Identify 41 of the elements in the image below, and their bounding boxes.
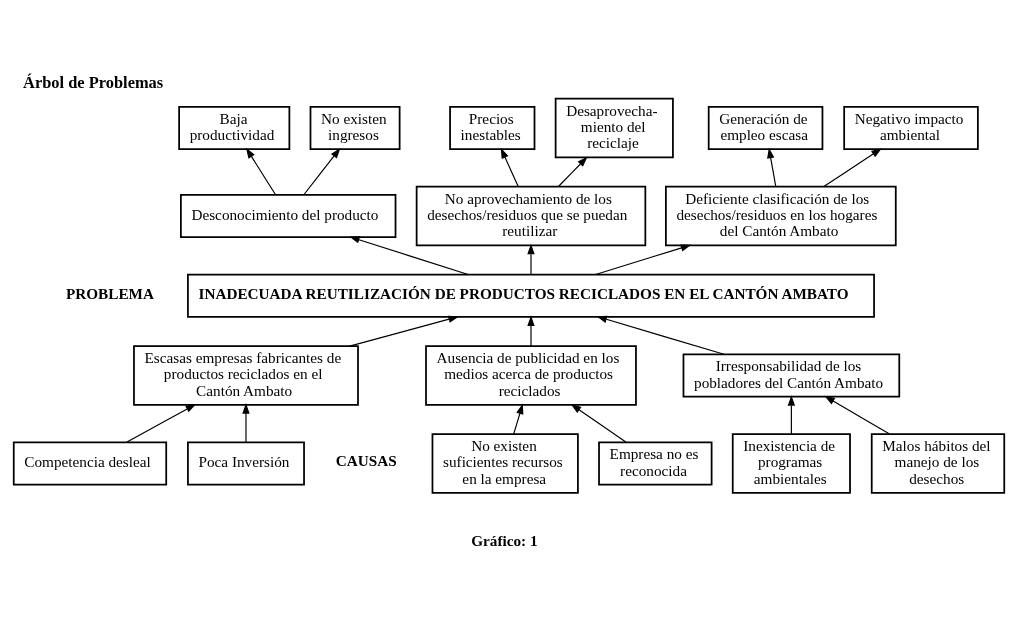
arrow xyxy=(302,147,340,195)
arrow xyxy=(594,243,691,275)
node-box: Precios inestables xyxy=(448,105,535,150)
arrow xyxy=(348,235,469,275)
node-box: Baja productividad xyxy=(177,105,290,150)
arrow xyxy=(557,156,588,187)
label: CAUSAS xyxy=(335,451,397,469)
arrow xyxy=(241,402,250,443)
arrow xyxy=(526,315,535,346)
arrow xyxy=(787,394,795,434)
node-box: Inexistencia de programas ambientales xyxy=(731,432,851,494)
label: Gráfico: 1 xyxy=(470,531,538,549)
arrow xyxy=(823,395,890,435)
node-box: Empresa no es reconocida xyxy=(597,440,712,485)
label: PROBLEMA xyxy=(65,284,154,302)
node-box: Competencia desleal xyxy=(12,440,167,485)
node-box: Irresponsabilidad de los pobladores del Cantón Ambato xyxy=(682,353,900,397)
node-box: No existen ingresos xyxy=(309,105,400,150)
arrow xyxy=(512,403,523,434)
arrow xyxy=(500,147,519,187)
node-box: Desconocimiento del producto xyxy=(179,193,396,238)
arrow xyxy=(570,403,627,443)
arrow xyxy=(245,147,276,195)
node-box: No existen suficientes recursos en la empresa xyxy=(431,432,579,494)
arrow xyxy=(125,403,196,443)
node-box: Negativo impacto ambiental xyxy=(842,105,979,150)
node-box: INADECUADA REUTILIZACIÓN DE PRODUCTOS RECICLADOS EN EL CANTÓN AMBATO xyxy=(186,273,875,318)
node-box: Poca Inversión xyxy=(186,440,305,485)
node-box: Ausencia de publicidad en los medios acerca de productos reciclados xyxy=(424,344,637,406)
node-box: Desaprovecha- miento del reciclaje xyxy=(554,97,674,158)
arrow xyxy=(766,147,776,187)
arrow xyxy=(526,243,535,275)
node-box: Escasas empresas fabricantes de productos reciclados en el Cantón Ambato xyxy=(132,344,359,406)
arrow xyxy=(822,147,882,187)
diagram-title: Árbol de Problemas xyxy=(22,72,163,92)
node-box: Generación de empleo escasa xyxy=(707,105,823,150)
node-box: No aprovechamiento de los desechos/residuos que se puedan reutilizar xyxy=(415,185,646,246)
node-box: Malos hábitos del manejo de los desechos xyxy=(870,432,1005,494)
arrow xyxy=(348,315,459,347)
node-box: Deficiente clasificación de los desechos/residuos en los hogares del Cantón Ambato xyxy=(664,185,897,246)
arrow xyxy=(595,315,725,355)
